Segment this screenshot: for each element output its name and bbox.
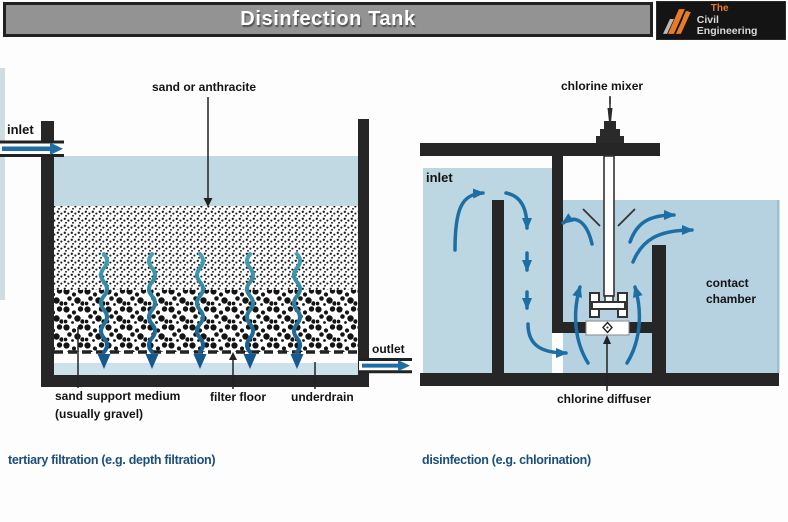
top-beam	[420, 143, 660, 156]
brand-text: The Civil Engineering	[697, 4, 782, 37]
diagonal-slashes-icon	[663, 9, 691, 34]
flow-arrows	[453, 188, 694, 365]
mix-box-floor-right	[629, 322, 653, 333]
center-wall	[552, 156, 563, 324]
tank-floor	[420, 373, 779, 386]
left-edge-strip	[0, 68, 5, 300]
water-right-edge	[777, 200, 780, 373]
chem-feed-left	[582, 208, 601, 227]
filtration-tank	[0, 97, 412, 389]
underdrain-label: underdrain	[291, 390, 354, 404]
diamond-diffuser-icon	[602, 321, 613, 334]
inlet-right-label: inlet	[426, 170, 453, 185]
filter-floor-label: filter floor	[210, 390, 266, 404]
sand-layer	[54, 206, 358, 290]
outlet-arrow-icon	[398, 360, 410, 372]
inlet-left-label: inlet	[7, 122, 34, 137]
mixer-assembly	[582, 155, 636, 318]
inlet-pipe	[0, 140, 64, 157]
impeller-bar	[591, 301, 626, 310]
contact-chamber-label: contact chamber	[706, 276, 757, 306]
brand-line1: The	[710, 3, 729, 15]
mixer-shaft	[603, 155, 615, 297]
underdrain-water	[54, 363, 358, 375]
brand-logo: The Civil Engineering	[656, 1, 786, 40]
outlet-pipe	[359, 358, 412, 374]
inlet-baffle	[492, 200, 504, 373]
sand-support-label-2: (usually gravel)	[55, 407, 144, 421]
disinfection-caption: disinfection (e.g. chlorination)	[422, 453, 591, 467]
percolation-arrows	[99, 252, 302, 354]
up-arrow-icon	[229, 352, 237, 360]
pointer-lines-left	[77, 97, 316, 389]
tank-left-wall	[41, 121, 54, 387]
chlorine-diffuser-label: chlorine diffuser	[557, 392, 652, 406]
down-arrow-icon	[203, 198, 213, 207]
filtration-caption: tertiary filtration (e.g. depth filtrati…	[8, 453, 216, 467]
inlet-arrow-icon	[50, 142, 63, 155]
chem-feed-right	[617, 208, 636, 227]
percolation-arrowheads	[97, 354, 304, 369]
chlorine-mixer-label: chlorine mixer	[561, 79, 644, 93]
gravel-layer	[54, 290, 358, 352]
outlet-label: outlet	[372, 342, 405, 356]
header-banner: Disinfection Tank	[3, 2, 653, 37]
sand-or-anthracite-label: sand or anthracite	[152, 80, 257, 94]
right-baffle	[652, 245, 666, 373]
tank-right-wall	[358, 119, 369, 387]
disinfection-tank	[420, 96, 780, 391]
brand-line2: Civil Engineering	[696, 13, 758, 37]
mix-box-floor-left	[552, 322, 586, 333]
up-arrow-icon	[603, 335, 611, 344]
tank-bottom-wall	[41, 375, 369, 387]
sand-support-label: sand support medium	[55, 389, 181, 403]
contact-chamber-water	[563, 200, 779, 373]
page-title: Disinfection Tank	[240, 8, 416, 30]
